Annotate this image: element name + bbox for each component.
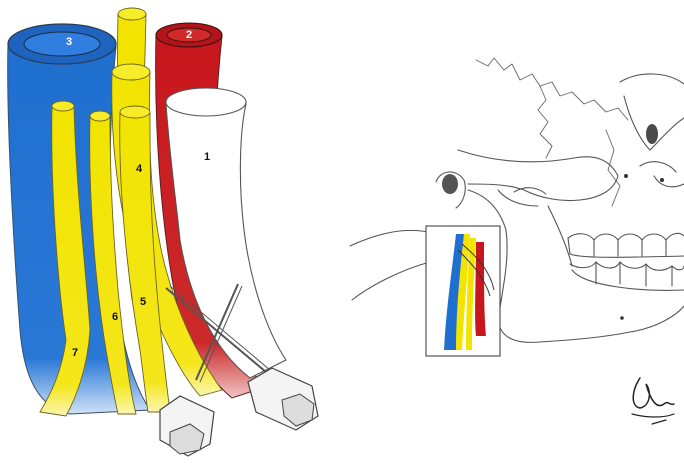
- artist-signature: [632, 378, 674, 424]
- left-panel: 1 2 3 4 5 6 7: [8, 8, 318, 456]
- label-1: 1: [204, 151, 210, 163]
- zygomatic-arch: [458, 150, 618, 201]
- lower-teeth: [570, 262, 684, 290]
- label-7: 7: [72, 347, 78, 359]
- inset-vessels: [426, 226, 500, 356]
- right-panel: [350, 58, 684, 424]
- label-3: 3: [66, 36, 72, 48]
- neck-outline: [350, 230, 436, 300]
- label-6: 6: [112, 311, 118, 323]
- label-5: 5: [140, 296, 146, 308]
- label-4: 4: [136, 163, 143, 175]
- label-2: 2: [186, 29, 192, 41]
- skull-suture: [476, 58, 628, 120]
- upper-teeth: [568, 233, 684, 257]
- lacrimal-foramen: [646, 124, 658, 144]
